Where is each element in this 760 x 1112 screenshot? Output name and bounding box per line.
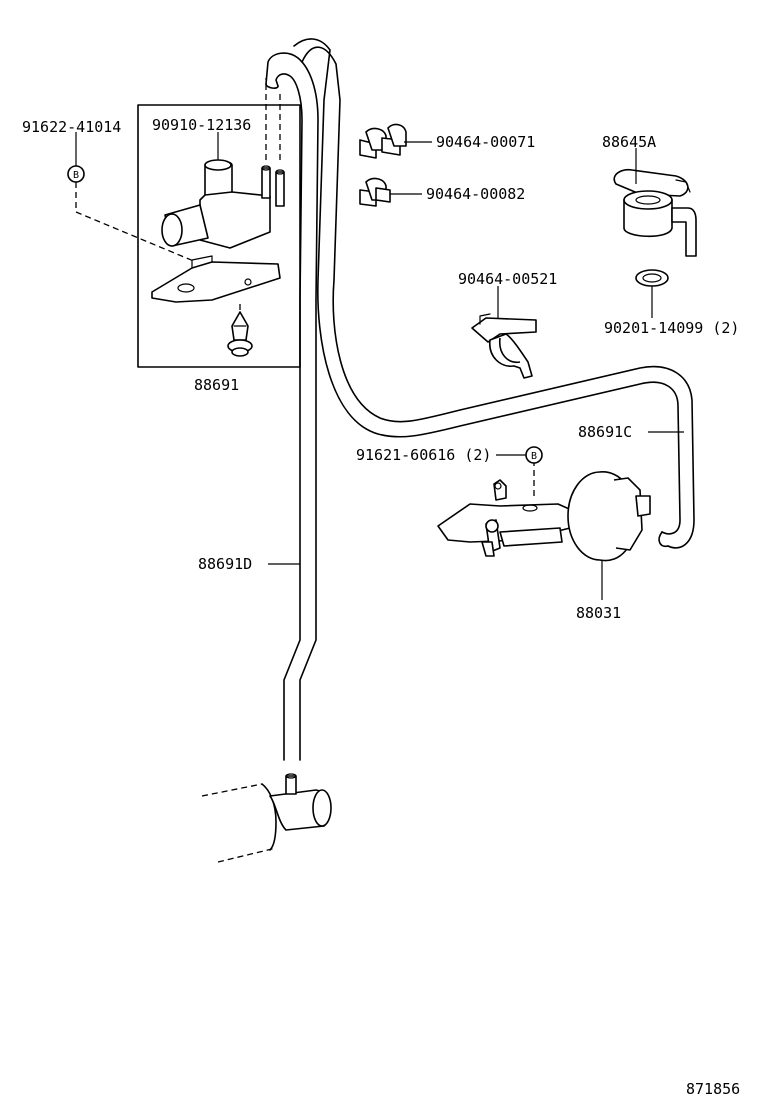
label-88645a: 88645A bbox=[602, 133, 656, 151]
vacuum-filter-88645a bbox=[613, 168, 697, 257]
label-90464-00521: 90464-00521 bbox=[458, 270, 557, 288]
vacuum-actuator-88031 bbox=[437, 471, 651, 562]
hose-bracket-90464-00521 bbox=[471, 313, 537, 379]
hose-clip-90464-00071 bbox=[359, 123, 407, 159]
label-88691d: 88691D bbox=[198, 555, 252, 573]
diagram-reference-number: 871856 bbox=[686, 1080, 740, 1098]
callout-b-marker-left: B bbox=[67, 165, 85, 183]
push-clip bbox=[227, 311, 253, 357]
label-90464-00071: 90464-00071 bbox=[436, 133, 535, 151]
vsv-valve-90910-12136 bbox=[161, 159, 285, 249]
callout-b-marker-right: B bbox=[525, 446, 543, 464]
gasket-90201-14099 bbox=[635, 269, 669, 287]
label-88031: 88031 bbox=[576, 604, 621, 622]
label-88691c: 88691C bbox=[578, 423, 632, 441]
label-88691: 88691 bbox=[194, 376, 239, 394]
vsv-bracket bbox=[151, 255, 281, 303]
hose-clip-90464-00082 bbox=[359, 177, 391, 207]
vsv-assembly-box bbox=[137, 104, 301, 368]
label-91622-41014: 91622-41014 bbox=[22, 118, 121, 136]
label-90910-12136: 90910-12136 bbox=[152, 116, 251, 134]
callout-b-text-right: B bbox=[531, 451, 537, 462]
hose-88691c bbox=[293, 38, 695, 549]
label-90201-14099: 90201-14099 (2) bbox=[604, 319, 739, 337]
pipe-end bbox=[201, 773, 332, 863]
label-91621-60616: 91621-60616 (2) bbox=[356, 446, 491, 464]
label-90464-00082: 90464-00082 bbox=[426, 185, 525, 203]
hose-88691d bbox=[265, 52, 319, 761]
dash-leader-bolt-b bbox=[75, 182, 197, 263]
callout-b-text-left: B bbox=[73, 170, 79, 181]
